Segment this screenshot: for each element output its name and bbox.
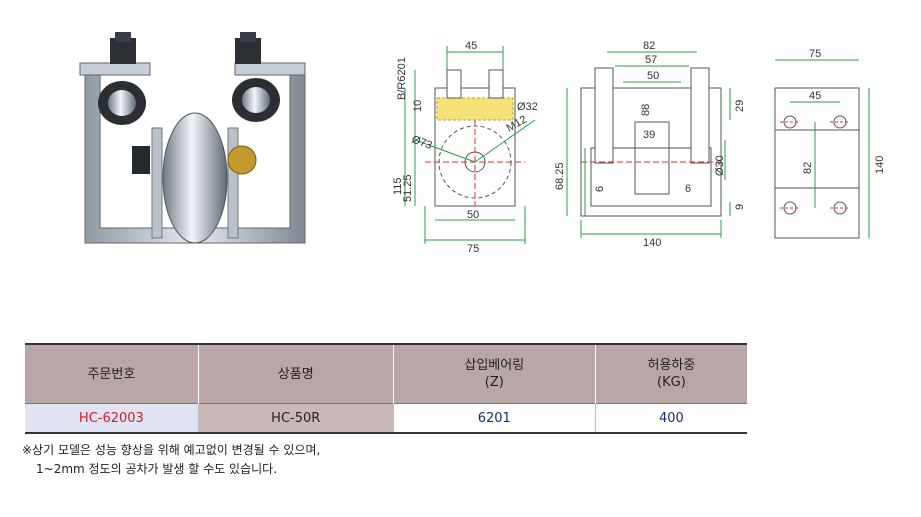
header-load: 허용하중 (KG) <box>595 343 747 404</box>
spec-table-header: 주문번호 상품명 삽입베어링 (Z) 허용하중 (KG) <box>25 343 747 404</box>
center-roller <box>132 112 257 244</box>
dim-45: 45 <box>465 40 477 52</box>
dim-d73: Ø73 <box>410 134 434 152</box>
side-view <box>404 46 536 244</box>
side-view-dims: 45 B/R6201 10 Ø32 M12 Ø73 115 51.25 50 7… <box>392 40 538 255</box>
guide-bearings <box>98 78 280 125</box>
dim-57: 57 <box>645 54 657 66</box>
dim-d30: Ø30 <box>714 155 726 176</box>
header-product-name: 상품명 <box>198 343 394 404</box>
dim-6-right: 6 <box>685 183 691 195</box>
dim-45-top: 45 <box>809 90 821 102</box>
top-view <box>774 59 870 239</box>
technical-drawing: 45 B/R6201 10 Ø32 M12 Ø73 115 51.25 50 7… <box>392 40 886 255</box>
cell-order-number: HC-62003 <box>25 403 199 434</box>
dim-140-front: 140 <box>643 237 661 249</box>
dim-75: 75 <box>467 243 479 255</box>
header-bearing: 삽입베어링 (Z) <box>393 343 596 404</box>
dim-75-top: 75 <box>809 48 821 60</box>
bracket-frame <box>79 62 306 244</box>
dim-51-25: 51.25 <box>402 174 414 202</box>
dim-88: 88 <box>640 104 652 116</box>
top-view-dims: 75 45 82 140 <box>802 48 886 174</box>
top-bolt-icons <box>110 32 261 64</box>
front-view-dims: 82 57 50 88 39 68.25 6 6 Ø30 29 9 140 <box>554 40 746 249</box>
dim-6-left: 6 <box>594 186 606 192</box>
note-line-2: 1~2mm 정도의 공차가 발생 할 수도 있습니다. <box>36 462 278 476</box>
dim-9: 9 <box>734 204 746 210</box>
disclaimer-notes: ※상기 모델은 성능 향상을 위해 예고없이 변경될 수 있으며, 1~2mm … <box>22 441 320 479</box>
dim-68-25: 68.25 <box>554 162 566 190</box>
dim-115: 115 <box>392 177 404 195</box>
spec-table: 주문번호 상품명 삽입베어링 (Z) 허용하중 (KG) HC-62003 HC… <box>25 343 747 434</box>
dim-bearing: B/R6201 <box>396 57 408 100</box>
product-photo <box>79 32 306 244</box>
dim-50: 50 <box>467 209 479 221</box>
cell-product-name: HC-50R <box>198 403 394 434</box>
dim-10: 10 <box>412 100 424 112</box>
cell-bearing: 6201 <box>393 403 596 434</box>
front-view <box>566 51 731 238</box>
cell-load: 400 <box>595 403 747 434</box>
dim-29: 29 <box>734 100 746 112</box>
dim-d32: Ø32 <box>517 101 538 113</box>
dim-82-top: 82 <box>802 162 814 174</box>
dim-140-top: 140 <box>874 156 886 174</box>
dim-82: 82 <box>643 40 655 52</box>
dim-50-front: 50 <box>647 70 659 82</box>
table-row: HC-62003 HC-50R 6201 400 <box>25 403 747 434</box>
note-line-1: ※상기 모델은 성능 향상을 위해 예고없이 변경될 수 있으며, <box>22 443 321 457</box>
header-order-number: 주문번호 <box>25 343 199 404</box>
dim-39: 39 <box>643 129 655 141</box>
